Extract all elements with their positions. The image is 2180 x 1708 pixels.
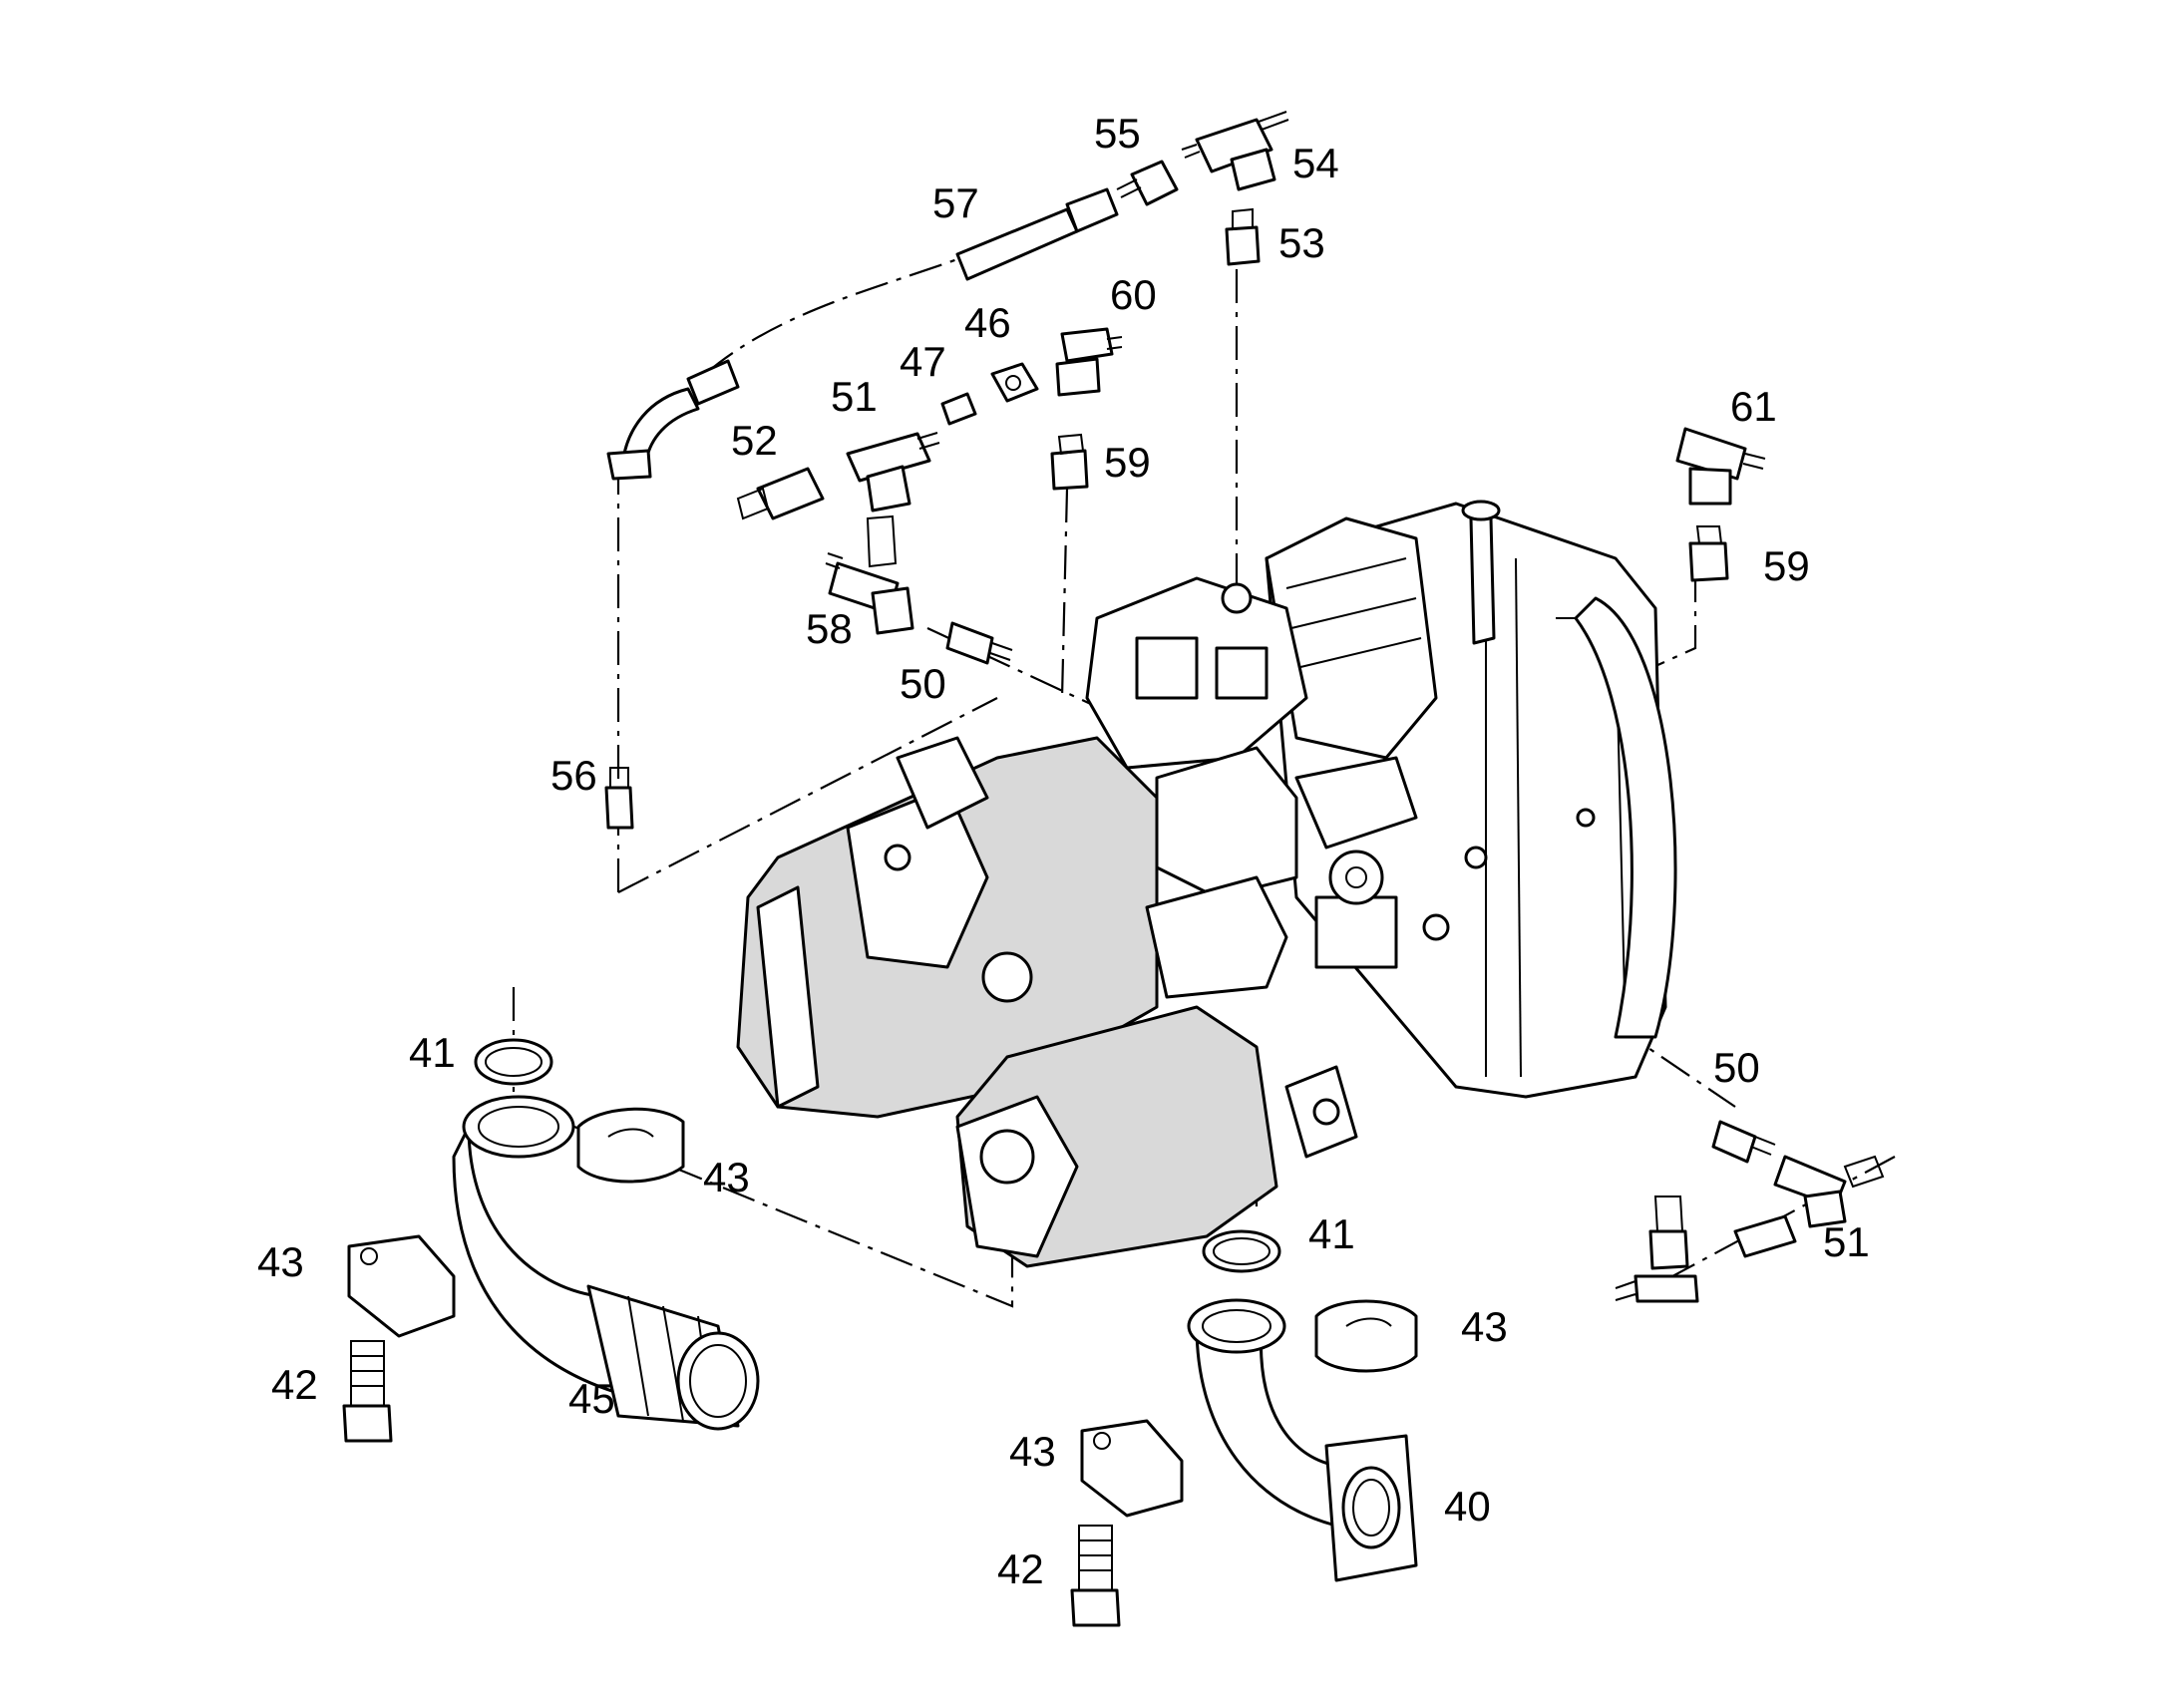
part-60-elbow [1055, 327, 1123, 397]
callout-55: 55 [1094, 110, 1141, 157]
callout-60: 60 [1110, 271, 1157, 318]
callout-43-right-lower: 43 [1009, 1428, 1056, 1475]
callout-42-right: 42 [997, 1545, 1044, 1592]
part-47-ring [940, 392, 977, 426]
callout-57: 57 [932, 179, 979, 226]
callout-41-left: 41 [409, 1029, 456, 1076]
part-55-adapter [1116, 160, 1179, 206]
part-45-elbow-pipe [452, 1095, 760, 1431]
part-43-clamp-half-left-upper [576, 1107, 685, 1184]
part-61-tee-fitting [1675, 427, 1766, 506]
part-53-connector [1225, 207, 1261, 266]
part-tee-fitting-lower-right [1615, 1196, 1797, 1303]
part-58-tee-fitting [825, 514, 914, 635]
callout-53: 53 [1278, 219, 1325, 266]
part-50-connector-right [1711, 1120, 1776, 1164]
callout-54: 54 [1292, 140, 1339, 186]
callout-56: 56 [550, 752, 597, 799]
callout-43-right-upper: 43 [1461, 1303, 1508, 1350]
part-46-nut [990, 362, 1039, 403]
part-43-clamp-half-right-lower [1080, 1419, 1184, 1518]
callout-45: 45 [568, 1375, 615, 1422]
transmission-assembly [736, 500, 1677, 1268]
callout-51-upper: 51 [831, 373, 878, 420]
callout-47: 47 [900, 338, 946, 385]
callout-59-upper: 59 [1104, 439, 1151, 486]
callout-51-right: 51 [1823, 1218, 1870, 1265]
callout-42-left: 42 [271, 1361, 318, 1408]
part-52-adapter [736, 467, 825, 520]
callout-50-right: 50 [1713, 1044, 1760, 1091]
callout-58: 58 [806, 605, 853, 652]
part-54-tee-fitting [1181, 111, 1289, 191]
part-42-bolt-right [1070, 1525, 1121, 1627]
callout-52: 52 [731, 417, 778, 464]
part-42-bolt-left [342, 1340, 393, 1443]
part-51-tee-fitting-right [1773, 1155, 1885, 1228]
callout-41-right: 41 [1308, 1210, 1355, 1257]
callout-43-left-lower: 43 [257, 1238, 304, 1285]
part-56-connector [604, 767, 634, 830]
callout-labels: 55 54 57 53 60 46 47 51 52 59 61 59 58 5… [257, 110, 1870, 1592]
part-50-connector-upper [945, 621, 1013, 665]
part-51-tee-fitting [846, 432, 940, 512]
part-43-clamp-half-left-lower [347, 1234, 456, 1338]
callout-50-upper: 50 [900, 660, 946, 707]
callout-46: 46 [964, 299, 1011, 346]
part-57-hose [606, 187, 1119, 481]
callout-59-right: 59 [1763, 542, 1810, 589]
callout-61: 61 [1730, 383, 1777, 430]
callout-43-left-upper: 43 [703, 1154, 750, 1200]
callout-40: 40 [1444, 1483, 1491, 1530]
part-43-clamp-half-right-upper [1314, 1299, 1418, 1373]
part-59-connector-right [1688, 525, 1729, 582]
part-59-connector-upper [1050, 433, 1089, 491]
part-40-elbow-flange [1187, 1298, 1418, 1582]
part-41-o-ring-right [1202, 1229, 1281, 1273]
part-41-o-ring-left [474, 1038, 553, 1086]
